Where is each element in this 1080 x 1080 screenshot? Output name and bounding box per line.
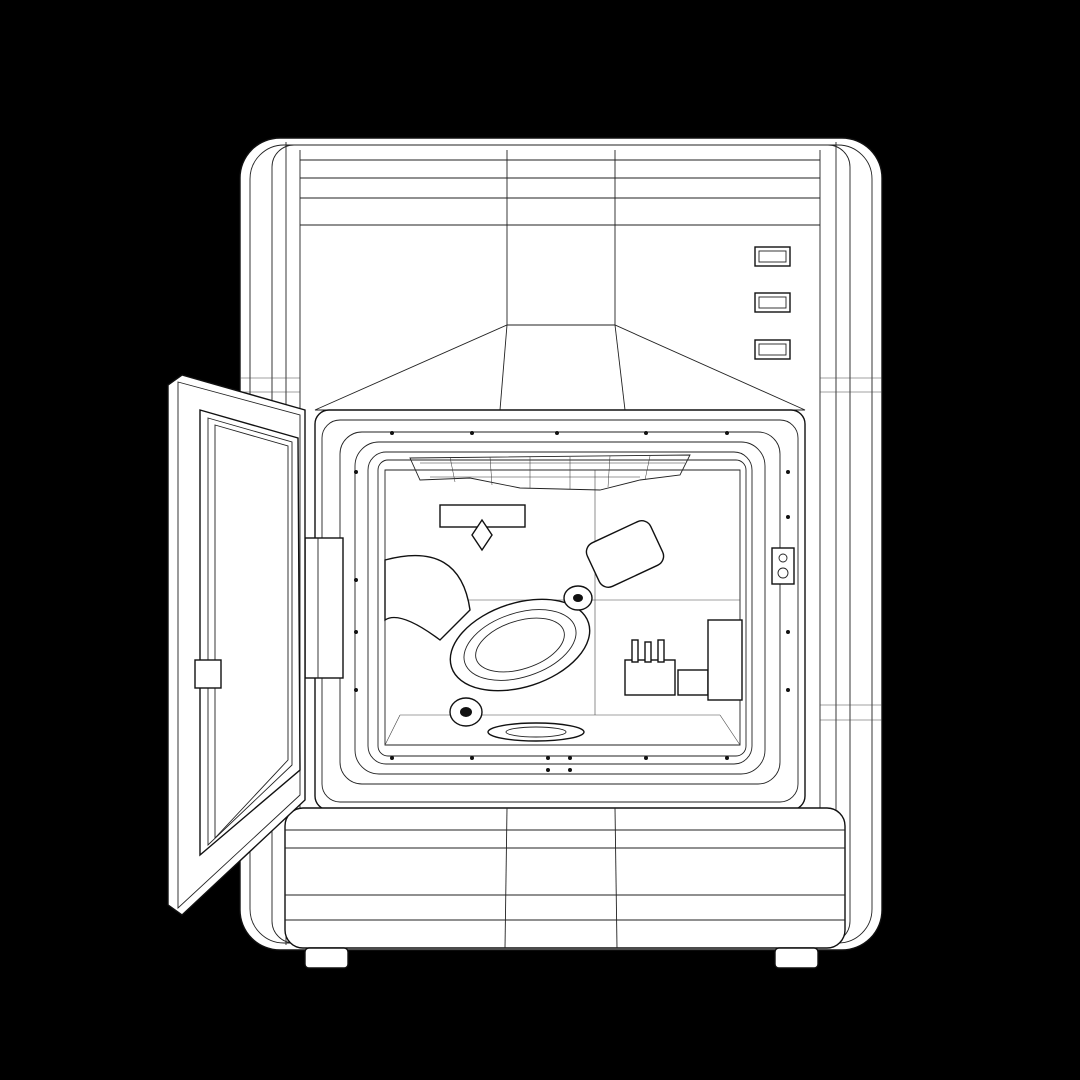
panel-button-2[interactable] — [754, 292, 791, 313]
cable-mesh — [409, 454, 691, 491]
chamber-screws — [354, 431, 790, 772]
door-hinge — [304, 537, 344, 679]
open-door[interactable] — [167, 374, 344, 916]
door-sensor — [771, 547, 795, 585]
spindle — [471, 518, 493, 552]
door-window — [199, 409, 301, 857]
chamber-interior — [384, 454, 743, 746]
foot-left — [304, 947, 349, 969]
motor-cylinder — [585, 520, 665, 588]
top-panel — [300, 150, 820, 411]
door-latch[interactable] — [194, 659, 222, 689]
panel-button-3[interactable] — [754, 339, 791, 360]
control-buttons — [754, 246, 791, 360]
machine-body — [239, 137, 883, 969]
base — [284, 807, 846, 949]
vacuum-port — [487, 722, 585, 742]
tool-holder — [624, 619, 743, 701]
arm-housing — [384, 554, 471, 641]
panel-button-1[interactable] — [754, 246, 791, 267]
foot-right — [774, 947, 819, 969]
rotary-ring — [449, 598, 591, 692]
